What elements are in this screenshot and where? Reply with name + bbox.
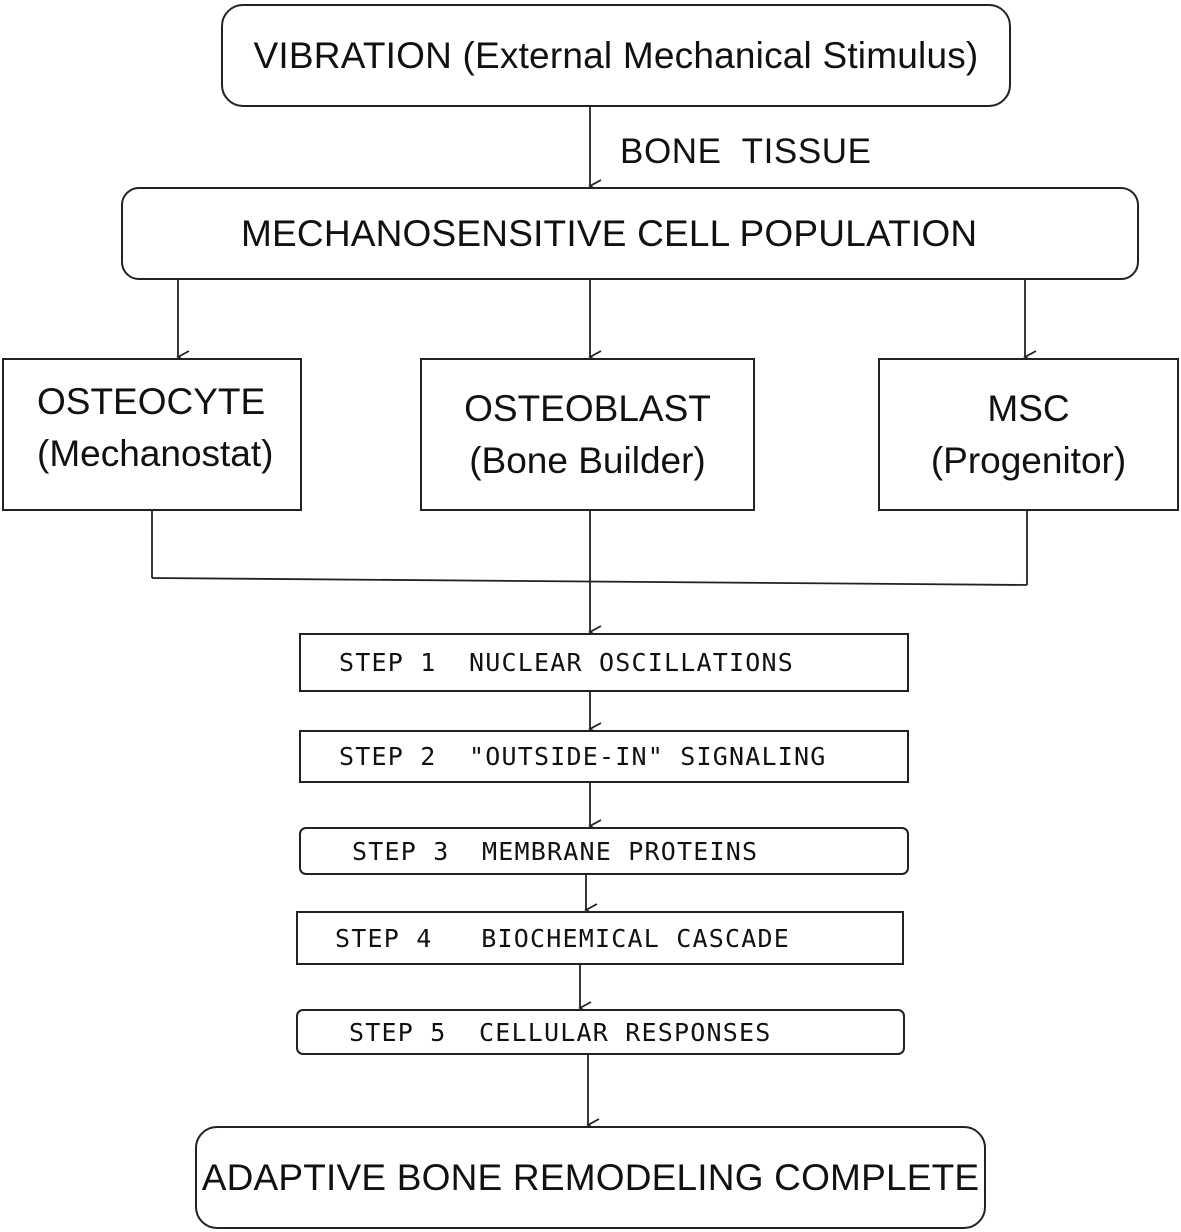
- step-1-box: STEP 1 NUCLEAR OSCILLATIONS: [299, 633, 909, 692]
- step-5-box: STEP 5 CELLULAR RESPONSES: [296, 1009, 905, 1055]
- step-2-label: STEP 2 "OUTSIDE-IN" SIGNALING: [339, 742, 827, 771]
- bone-tissue-label: BONE TISSUE: [620, 132, 872, 171]
- osteoblast-box: OSTEOBLAST (Bone Builder): [420, 358, 755, 511]
- stimulus-label: VIBRATION (External Mechanical Stimulus): [253, 34, 979, 76]
- msc-box: MSC (Progenitor): [878, 358, 1179, 511]
- step-4-box: STEP 4 BIOCHEMICAL CASCADE: [296, 911, 904, 965]
- population-label: MECHANOSENSITIVE CELL POPULATION: [241, 212, 978, 254]
- osteocyte-role: (Mechanostat): [37, 432, 274, 474]
- step-5-label: STEP 5 CELLULAR RESPONSES: [349, 1017, 772, 1047]
- osteoblast-name: OSTEOBLAST: [464, 388, 711, 430]
- step-3-label: STEP 3 MEMBRANE PROTEINS: [352, 836, 759, 866]
- msc-role: (Progenitor): [930, 439, 1127, 481]
- step-4-label: STEP 4 BIOCHEMICAL CASCADE: [335, 923, 791, 953]
- step-1-label: STEP 1 NUCLEAR OSCILLATIONS: [339, 648, 795, 677]
- stimulus-box: VIBRATION (External Mechanical Stimulus): [221, 4, 1011, 107]
- step-2-box: STEP 2 "OUTSIDE-IN" SIGNALING: [299, 730, 909, 783]
- outcome-label: ADAPTIVE BONE REMODELING COMPLETE: [201, 1156, 980, 1198]
- osteocyte-name: OSTEOCYTE: [37, 381, 266, 423]
- osteocyte-box: OSTEOCYTE (Mechanostat): [2, 358, 302, 511]
- step-3-box: STEP 3 MEMBRANE PROTEINS: [299, 827, 909, 875]
- outcome-box: ADAPTIVE BONE REMODELING COMPLETE: [195, 1126, 986, 1229]
- msc-name: MSC: [987, 388, 1070, 430]
- population-box: MECHANOSENSITIVE CELL POPULATION: [121, 187, 1139, 280]
- osteoblast-role: (Bone Builder): [469, 439, 706, 481]
